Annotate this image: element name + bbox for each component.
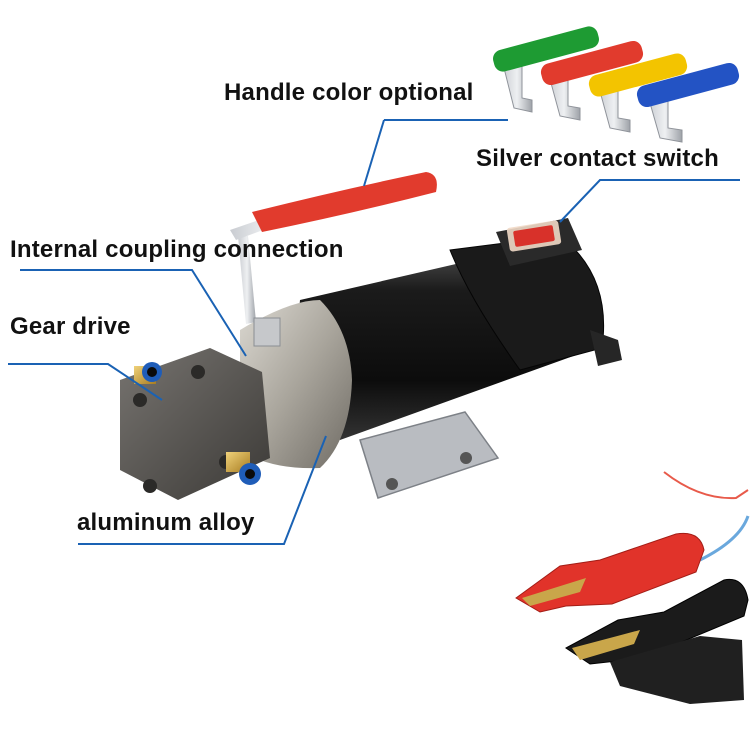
gear-leader — [8, 363, 163, 401]
coupling-leader — [20, 269, 247, 357]
battery-clips — [515, 471, 750, 704]
red-wire — [663, 471, 749, 500]
mounting-bracket — [359, 411, 500, 499]
pump-motor — [120, 172, 622, 500]
handle-color-label: Handle color optional — [224, 79, 474, 106]
blue-wire — [699, 515, 750, 562]
red-handle — [252, 172, 437, 232]
red-handle-swatch — [540, 40, 644, 86]
silver-switch-label: Silver contact switch — [476, 145, 719, 172]
handle-bracket — [238, 236, 256, 324]
handle-color-swatches — [493, 26, 740, 143]
internal-coupling-label: Internal coupling connection — [10, 236, 344, 263]
inlet-fitting — [134, 362, 162, 384]
alloy-leader — [78, 435, 327, 545]
aluminum-alloy-label: aluminum alloy — [77, 509, 255, 536]
blue-handle-swatch — [636, 62, 740, 108]
leader-lines — [8, 119, 740, 545]
switch-leader — [559, 179, 740, 223]
gear-drive-label: Gear drive — [10, 313, 131, 340]
handle-leader-d — [363, 119, 385, 187]
yellow-handle-swatch — [588, 53, 688, 97]
outlet-fitting — [226, 452, 261, 485]
green-handle-swatch — [493, 26, 599, 72]
